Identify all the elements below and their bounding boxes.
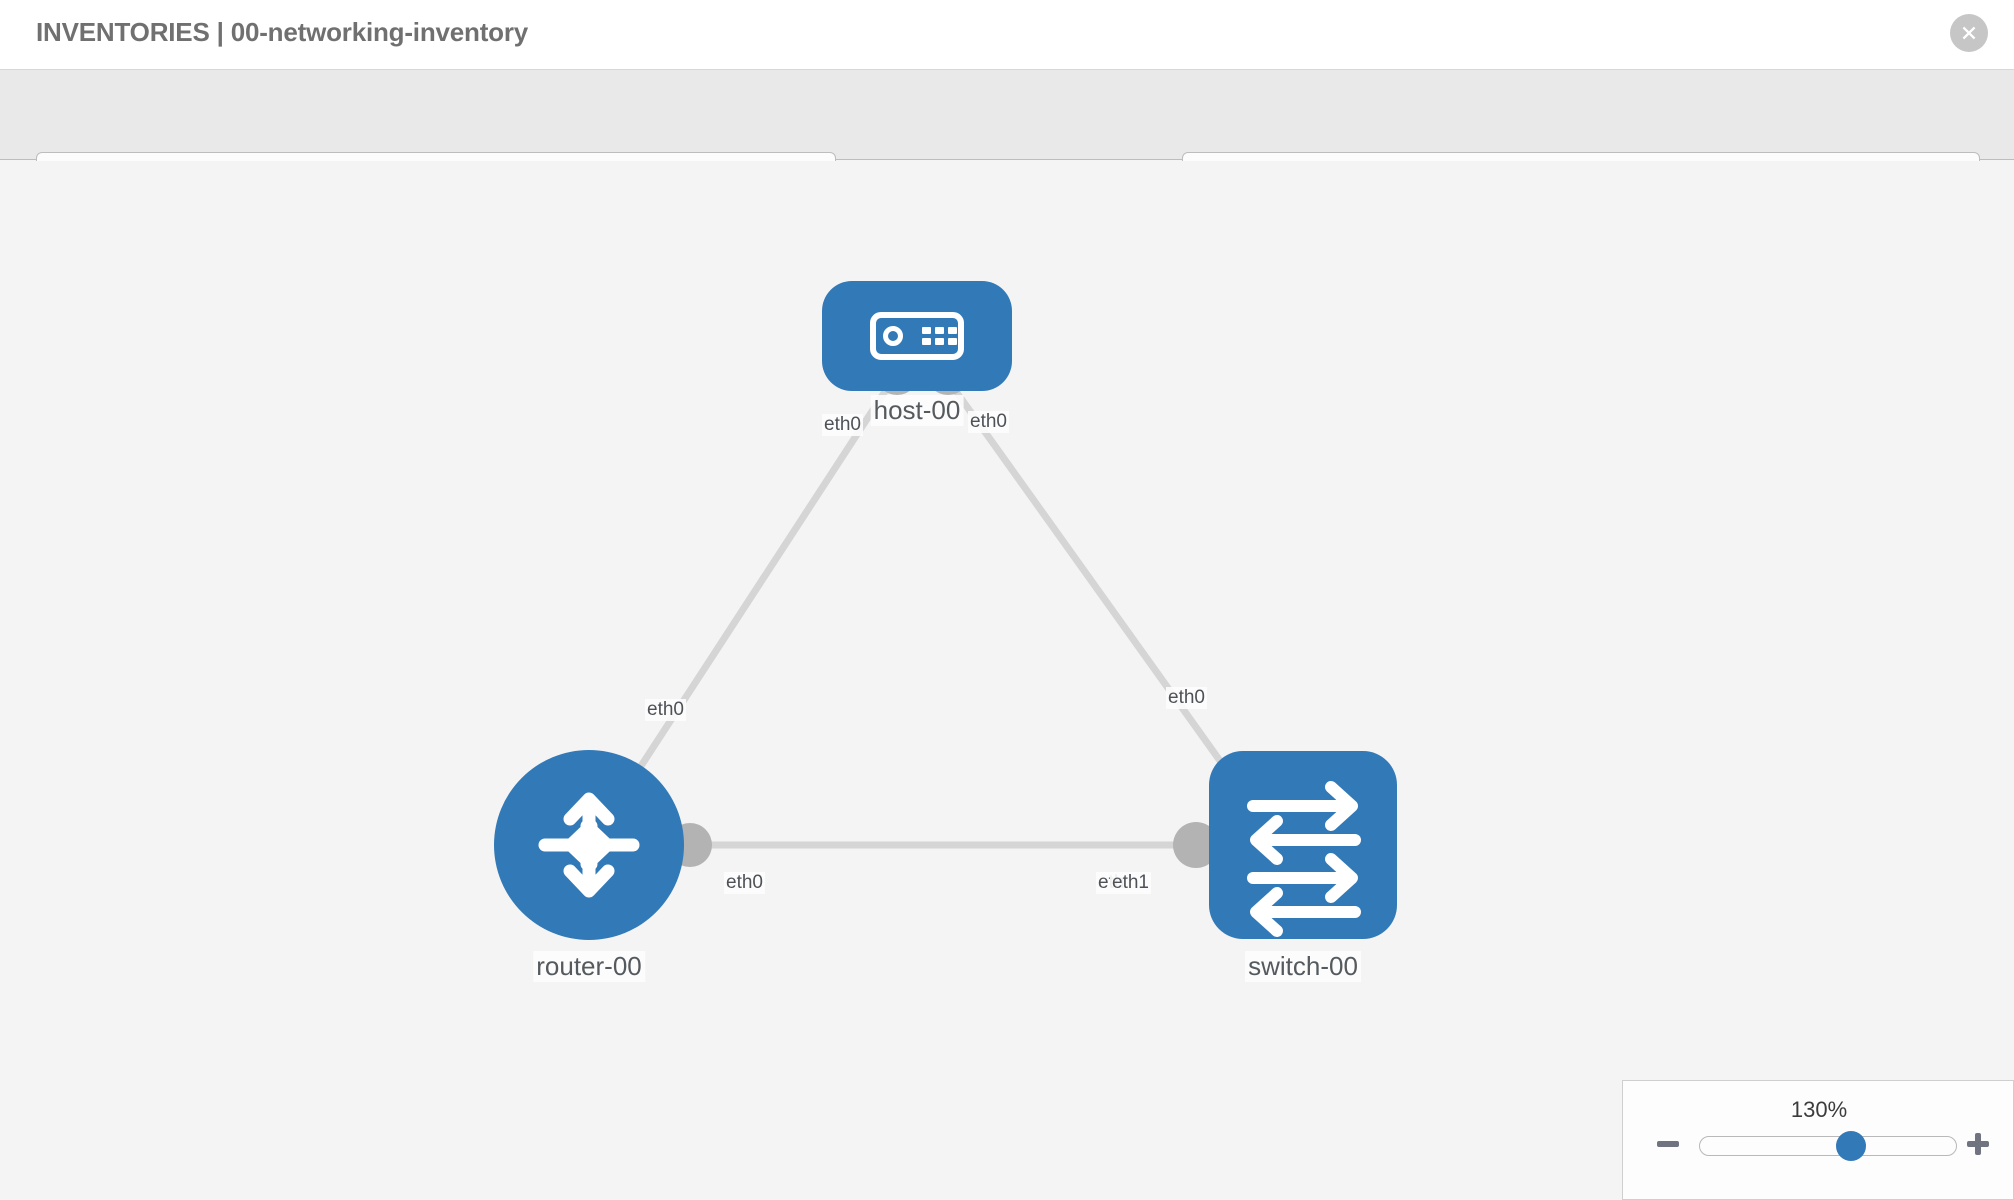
zoom-slider-track[interactable] xyxy=(1699,1136,1957,1156)
zoom-slider-thumb[interactable] xyxy=(1835,1131,1866,1161)
minus-icon xyxy=(1657,1141,1679,1147)
node-host-00[interactable] xyxy=(822,281,1012,391)
node-label-switch-00[interactable]: switch-00 xyxy=(1245,951,1361,982)
topology-canvas[interactable]: host-00 router-00 switch-00 eth0 eth0 et… xyxy=(0,161,2014,1200)
page-title: INVENTORIES | 00-networking-inventory xyxy=(36,17,529,47)
close-icon[interactable] xyxy=(1950,14,1988,52)
zoom-control-panel: 130% xyxy=(1622,1080,2014,1200)
topology-ports xyxy=(668,351,1257,868)
edge-label-host00-eth0-right: eth0 xyxy=(968,411,1009,433)
zoom-in-button[interactable] xyxy=(1961,1127,1995,1161)
zoom-out-button[interactable] xyxy=(1651,1127,1685,1161)
edge-label-router00-eth0-lan: eth0 xyxy=(724,872,765,894)
port-switch00-eth1[interactable] xyxy=(1173,822,1219,868)
edge-label-router00-eth0-uplink: eth0 xyxy=(645,699,686,721)
node-label-host-00[interactable]: host-00 xyxy=(870,395,964,426)
router-arrows-icon xyxy=(538,792,640,898)
switch-arrows-icon xyxy=(1247,781,1361,937)
topology-edges xyxy=(596,372,1254,849)
edge-host00-switch00[interactable] xyxy=(941,372,1242,790)
zoom-level-value: 130% xyxy=(1790,1097,1848,1122)
node-router-00[interactable] xyxy=(494,750,684,940)
node-label-router-00[interactable]: router-00 xyxy=(533,951,645,982)
edge-label-host00-eth0-left: eth0 xyxy=(822,414,863,436)
plus-icon xyxy=(1967,1133,1989,1155)
topology-graph xyxy=(494,281,1397,940)
node-switch-00[interactable] xyxy=(1209,751,1397,939)
toolbar: ACTIONS xyxy=(0,70,2014,208)
edge-host00-router00[interactable] xyxy=(596,372,899,833)
edge-label-switch00-eth0-uplink: eth0 xyxy=(1166,687,1207,709)
page-header: INVENTORIES | 00-networking-inventory xyxy=(0,0,2014,70)
edge-label-switch00-eth1-lan: eth1 xyxy=(1110,872,1151,894)
server-appliance-icon xyxy=(870,312,964,360)
